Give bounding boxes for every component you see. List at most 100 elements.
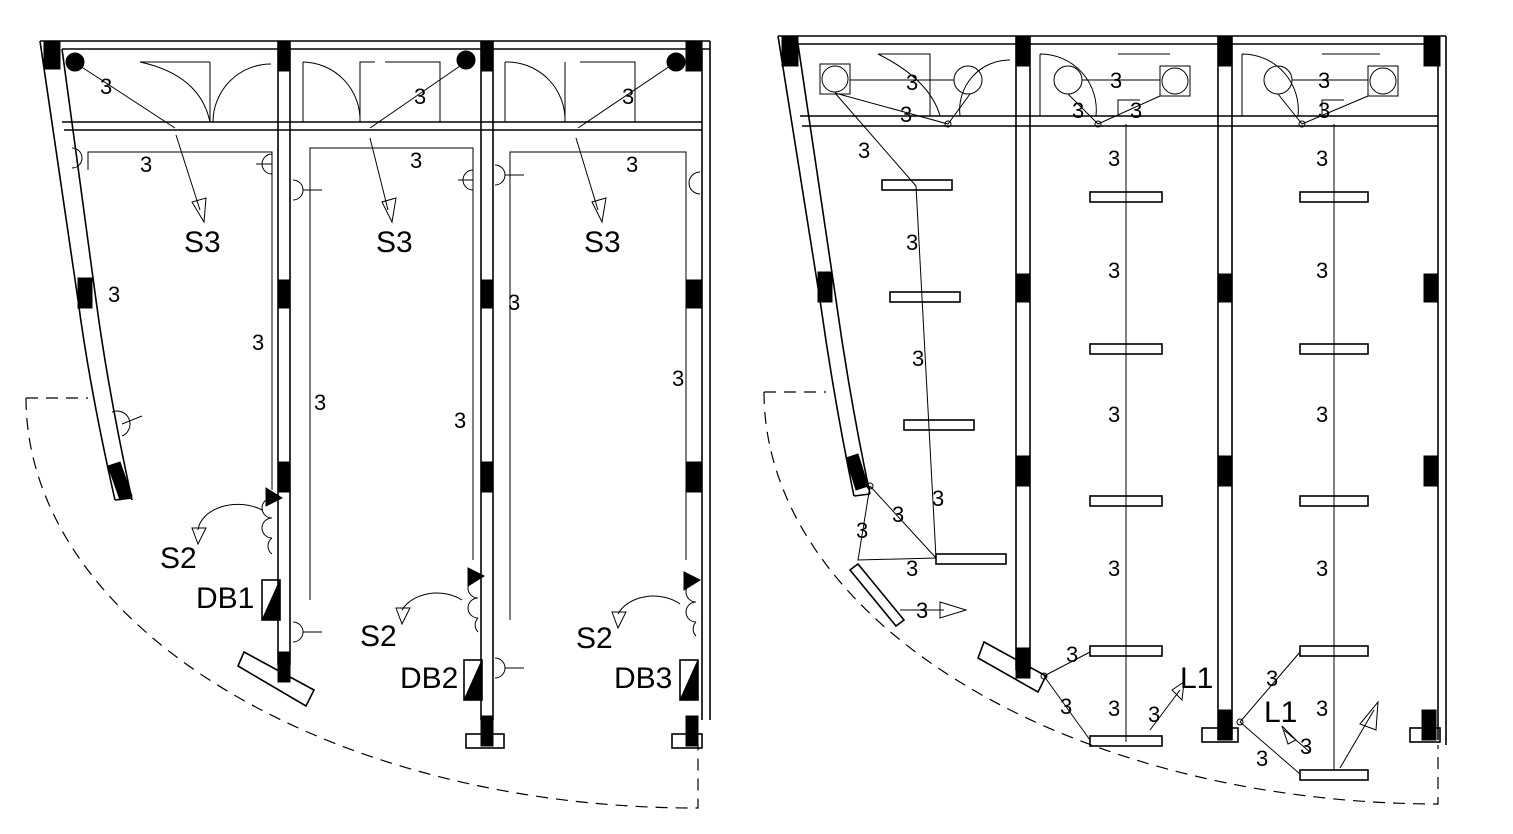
wire xyxy=(857,485,937,561)
wire-run xyxy=(87,151,273,490)
door xyxy=(302,61,375,123)
switch-label: S2 xyxy=(576,622,613,655)
wire-count-label: 3 xyxy=(900,102,912,127)
socket-icon xyxy=(688,171,701,195)
switch-label: S2 xyxy=(360,620,397,653)
junction xyxy=(944,120,952,128)
light-label: L1 xyxy=(1264,696,1297,729)
column xyxy=(845,453,869,491)
wire xyxy=(1277,93,1369,125)
tube-light xyxy=(1089,191,1163,203)
wire-count-label: 3 xyxy=(932,486,944,511)
socket-icon xyxy=(494,657,524,679)
db-label: DB2 xyxy=(400,662,458,695)
light-fixture xyxy=(456,50,476,70)
arrow-line xyxy=(175,134,201,211)
column xyxy=(781,35,799,67)
tube-light xyxy=(848,562,906,628)
column xyxy=(1015,455,1031,487)
column xyxy=(685,461,703,493)
wire xyxy=(1239,651,1301,723)
door xyxy=(139,61,211,123)
light-fixture-box xyxy=(1159,65,1191,97)
column xyxy=(1423,455,1439,487)
column xyxy=(685,40,703,72)
light-label: L1 xyxy=(1180,662,1213,695)
wire-count-label: 3 xyxy=(912,346,924,371)
light-fixture-box xyxy=(819,63,851,95)
light-fixture xyxy=(666,52,686,72)
column xyxy=(480,461,494,493)
wire-count-label: 3 xyxy=(916,598,928,623)
db-fill xyxy=(679,659,699,701)
arrow-line xyxy=(1283,729,1311,753)
switch-marker xyxy=(683,571,702,591)
tube-light xyxy=(1089,735,1163,747)
arrow-line xyxy=(369,137,389,211)
base-plate xyxy=(1409,727,1441,743)
column xyxy=(1015,273,1031,303)
wire-count-label: 3 xyxy=(856,518,868,543)
switch-arc xyxy=(401,592,463,611)
db-label: DB3 xyxy=(614,662,672,695)
tube-light xyxy=(1089,495,1163,507)
switch-marker xyxy=(467,567,486,587)
switch-icon xyxy=(685,581,697,637)
light-fixture xyxy=(1263,65,1293,95)
light-fixture xyxy=(821,65,849,93)
wire-count-label: 3 xyxy=(1316,696,1328,721)
arrow-head xyxy=(191,527,207,546)
light-fixture xyxy=(1161,67,1189,95)
arrow-head xyxy=(939,601,968,619)
wire-run xyxy=(509,151,687,620)
switch-icon xyxy=(261,497,273,555)
wire xyxy=(79,65,176,129)
wire xyxy=(1239,721,1301,775)
wire-count-label: 3 xyxy=(1316,402,1328,427)
angled-plate xyxy=(977,640,1048,694)
switch-icon xyxy=(467,577,479,633)
wire-count-label: 3 xyxy=(1316,556,1328,581)
socket-icon xyxy=(292,179,322,201)
door xyxy=(1039,53,1097,117)
wire-count-label: 3 xyxy=(1266,666,1278,691)
arrow-head xyxy=(1281,725,1297,745)
tube-light xyxy=(1089,645,1163,657)
tube-light xyxy=(935,553,1007,565)
light-fixture xyxy=(1369,67,1397,95)
wire-run xyxy=(309,147,474,600)
wire-count-label: 3 xyxy=(1256,746,1268,771)
arrow-line xyxy=(1149,689,1181,731)
wire xyxy=(1067,93,1161,125)
wire xyxy=(577,65,671,129)
socket-icon xyxy=(494,164,524,186)
wire-count-label: 3 xyxy=(1108,146,1120,171)
wire xyxy=(869,485,937,559)
db-fill xyxy=(463,659,483,701)
wire-count-label: 3 xyxy=(314,390,326,415)
wire xyxy=(369,65,461,129)
wire-count-label: 3 xyxy=(1318,98,1330,123)
socket-icon xyxy=(292,621,322,643)
column xyxy=(817,271,833,303)
switch-marker xyxy=(265,487,284,507)
tube-light xyxy=(1299,769,1369,781)
wire-count-label: 3 xyxy=(906,556,918,581)
wire-count-label: 3 xyxy=(1318,68,1330,93)
socket-label: S3 xyxy=(584,226,621,259)
curved-wall xyxy=(61,48,133,501)
curved-wall xyxy=(797,43,871,495)
door xyxy=(1241,53,1299,117)
wire xyxy=(834,92,971,125)
junction xyxy=(1298,120,1306,128)
wire-count-label: 3 xyxy=(410,148,422,173)
socket-icon xyxy=(111,410,143,437)
light-fixture-box xyxy=(1367,65,1399,97)
socket-icon xyxy=(71,147,83,169)
tube-light xyxy=(1299,191,1369,203)
wire-count-label: 3 xyxy=(1066,642,1078,667)
column xyxy=(1217,35,1233,67)
wire-count-label: 3 xyxy=(1072,98,1084,123)
switch-arc xyxy=(617,595,681,615)
